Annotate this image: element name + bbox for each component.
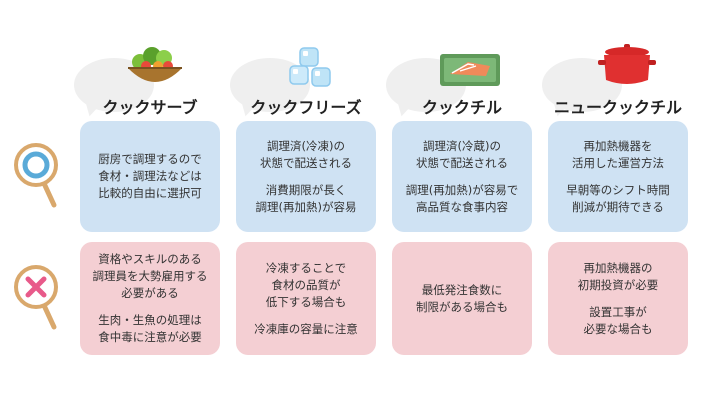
merit-text: 調理(再加熱)が容易で 高品質な食事内容 <box>405 182 519 214</box>
merit-text: 調理済(冷蔵)の 状態で配送される <box>416 138 508 170</box>
column-header-cook-serve: クックサーブ <box>70 44 230 122</box>
demerit-card-cook-chill: 最低発注食数に 制限がある場合も <box>392 242 532 355</box>
merit-text: 早朝等のシフト時間 削減が期待できる <box>566 182 670 214</box>
cross-magnifier-icon <box>14 263 64 333</box>
merit-card-cook-freeze: 調理済(冷凍)の 状態で配送される 消費期限が長く 調理(再加熱)が容易 <box>236 121 376 232</box>
demerit-card-new-cook-chill: 再加熱機器の 初期投資が必要 設置工事が 必要な場合も <box>548 242 688 355</box>
demerit-text: 再加熱機器の 初期投資が必要 <box>577 260 659 292</box>
merit-text: 消費期限が長く 調理(再加熱)が容易 <box>255 182 357 214</box>
demerit-card-cook-serve: 資格やスキルのある 調理員を大勢雇用する 必要がある 生肉・生魚の処理は 食中毒… <box>80 242 220 355</box>
red-pot-icon <box>586 44 666 94</box>
demerit-text: 生肉・生魚の処理は 食中毒に注意が必要 <box>98 313 202 344</box>
salad-bowl-icon <box>118 44 198 94</box>
column-header-cook-freeze: クックフリーズ <box>226 44 386 122</box>
column-header-cook-chill: クックチル <box>382 44 542 122</box>
merit-card-cook-serve: 厨房で調理するので 食材・調理法などは 比較的自由に選択可 <box>80 121 220 232</box>
merit-text: 厨房で調理するので 食材・調理法などは 比較的自由に選択可 <box>98 152 202 200</box>
column-title: クックチル <box>421 98 502 117</box>
demerit-text: 資格やスキルのある 調理員を大勢雇用する 必要がある <box>92 252 208 300</box>
column-title: クックサーブ <box>102 98 198 117</box>
merit-text: 調理済(冷凍)の 状態で配送される <box>260 138 352 170</box>
ice-cubes-icon <box>274 44 354 94</box>
circle-magnifier-icon <box>14 141 64 211</box>
column-title: ニュークックチル <box>553 98 682 117</box>
column-header-new-cook-chill: ニュークックチル <box>538 44 698 122</box>
merit-card-new-cook-chill: 再加熱機器を 活用した運営方法 早朝等のシフト時間 削減が期待できる <box>548 121 688 232</box>
fish-tray-icon <box>430 44 510 94</box>
merit-text: 再加熱機器を 活用した運営方法 <box>572 138 664 170</box>
merit-card-cook-chill: 調理済(冷蔵)の 状態で配送される 調理(再加熱)が容易で 高品質な食事内容 <box>392 121 532 232</box>
demerit-text: 冷凍庫の容量に注意 <box>254 321 358 336</box>
demerit-text: 冷凍することで 食材の品質が 低下する場合も <box>265 260 347 309</box>
column-title: クックフリーズ <box>250 98 362 117</box>
demerit-text: 最低発注食数に 制限がある場合も <box>416 282 508 314</box>
demerit-card-cook-freeze: 冷凍することで 食材の品質が 低下する場合も 冷凍庫の容量に注意 <box>236 242 376 355</box>
demerit-text: 設置工事が 必要な場合も <box>583 304 653 336</box>
